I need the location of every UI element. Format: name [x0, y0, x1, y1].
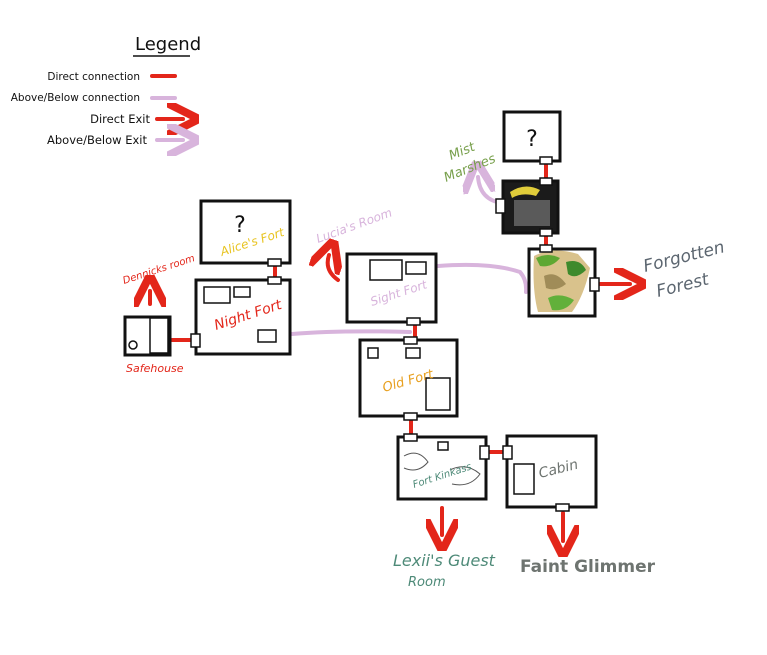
- door: [268, 259, 281, 266]
- door: [503, 446, 512, 459]
- legend: Legend Direct connection Above/Below con…: [11, 34, 201, 147]
- door: [404, 434, 417, 441]
- door: [496, 199, 505, 213]
- room-alices-fort: ? Alice's Fort: [201, 201, 290, 266]
- room-marsh-antechamber: [496, 178, 558, 236]
- door: [590, 278, 599, 291]
- exit-label-lexiis-guest-room-2: Room: [408, 575, 446, 590]
- exit-label-forgotten-forest-2: Forest: [654, 269, 712, 302]
- connection-night-fort-old-fort: [292, 331, 410, 334]
- exit-label-faint-glimmer: Faint Glimmer: [520, 557, 656, 577]
- door: [404, 413, 417, 420]
- door: [556, 504, 569, 511]
- door: [540, 245, 552, 252]
- legend-title: Legend: [135, 34, 201, 55]
- room-sight-fort: Sight Fort: [347, 254, 436, 325]
- legend-label-above-below-connection: Above/Below connection: [11, 92, 140, 104]
- marsh-gray-patch: [514, 200, 550, 226]
- door: [191, 334, 200, 347]
- room-label-safehouse: Safehouse: [126, 362, 184, 375]
- door: [480, 446, 489, 459]
- room-forest: [529, 245, 599, 316]
- exit-label-lucias-room: Lucia's Room: [314, 205, 394, 245]
- exit-arrow-lucias-room: [328, 255, 338, 280]
- door: [540, 178, 552, 185]
- door: [540, 157, 552, 164]
- connection-sight-fort-forest-room: [438, 265, 526, 292]
- room-old-fort: Old Fort: [360, 337, 457, 420]
- room-unknown-top: ?: [504, 112, 560, 164]
- room-cabin: Cabin: [503, 436, 596, 511]
- legend-label-above-below-exit: Above/Below Exit: [47, 133, 147, 147]
- room-safehouse: Safehouse: [125, 317, 184, 375]
- door: [407, 318, 420, 325]
- door: [404, 337, 417, 344]
- legend-label-direct-connection: Direct connection: [47, 71, 140, 83]
- exit-label-dennicks-room: Dennicks room: [122, 253, 197, 287]
- door: [268, 277, 281, 284]
- alices-fort-question-mark: ?: [234, 213, 246, 238]
- door: [540, 229, 552, 236]
- exit-label-lexiis-guest-room-1: Lexii's Guest: [393, 551, 496, 570]
- room-fort-kinkass: Fort Kinkass: [398, 434, 489, 499]
- exit-label-forgotten-forest-1: Forgotten: [641, 237, 726, 276]
- room-night-fort: Night Fort: [191, 277, 290, 354]
- legend-label-direct-exit: Direct Exit: [90, 112, 150, 126]
- room-unknown-mark: ?: [526, 127, 538, 152]
